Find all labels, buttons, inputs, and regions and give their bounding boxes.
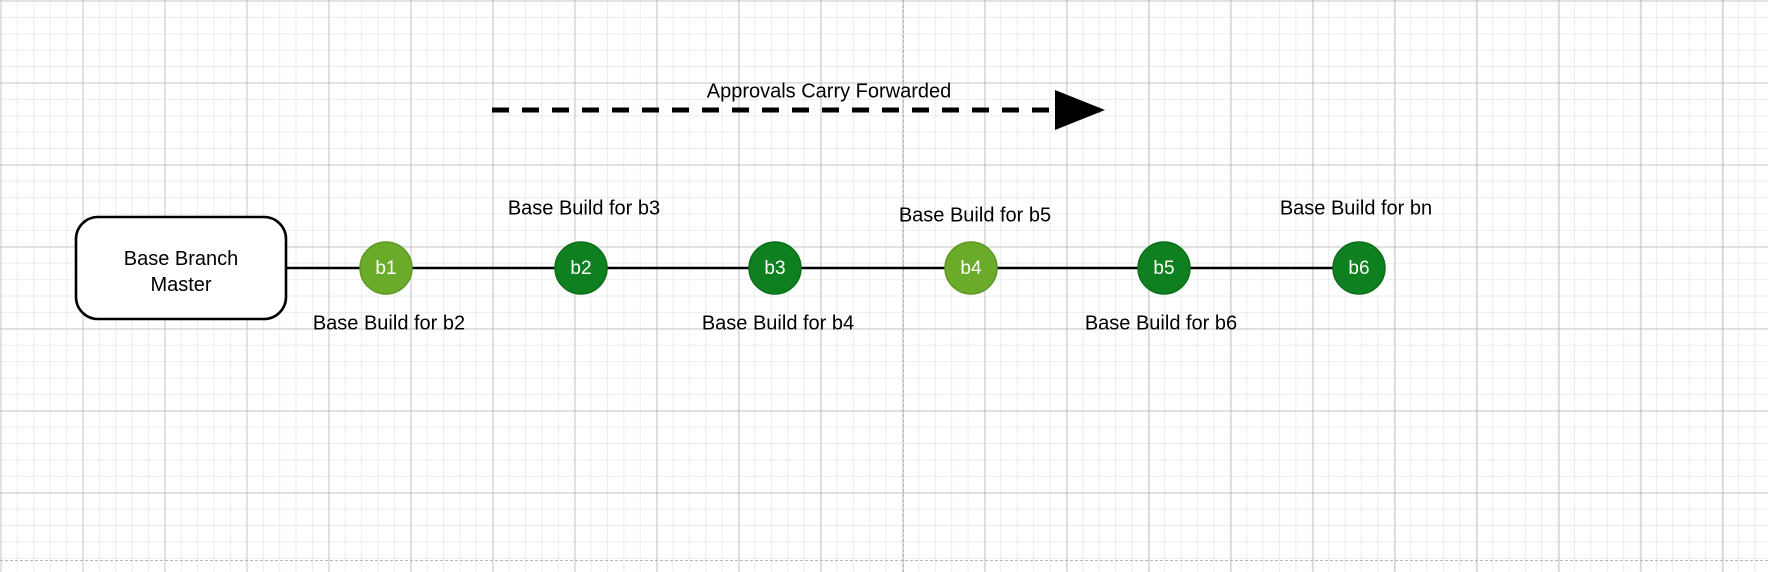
build-node-b6-label: b6 xyxy=(1348,258,1369,279)
build-node-b5[interactable]: b5 xyxy=(1137,241,1191,295)
base-branch-box-line2: Master xyxy=(150,274,211,296)
build-node-b4[interactable]: b4 xyxy=(944,241,998,295)
build-node-b3[interactable]: b3 xyxy=(748,241,802,295)
caption-base-build-for-b6: Base Build for b6 xyxy=(1085,312,1237,334)
build-node-b5-circle xyxy=(1137,241,1191,295)
build-node-b4-label: b4 xyxy=(960,258,982,279)
build-node-b1-circle xyxy=(359,241,413,295)
build-node-b6-circle xyxy=(1332,241,1386,295)
caption-base-build-for-b5: Base Build for b5 xyxy=(899,204,1051,226)
build-node-b2-label: b2 xyxy=(570,258,591,279)
approvals-carry-forwarded-annotation: Approvals Carry Forwarded xyxy=(492,80,1105,130)
build-node-b1-label: b1 xyxy=(375,258,396,279)
build-node-b4-circle xyxy=(944,241,998,295)
build-node-b2-circle xyxy=(554,241,608,295)
base-branch-box-shape xyxy=(74,215,288,321)
base-branch-box[interactable]: Base Branch Master xyxy=(74,215,288,321)
caption-base-build-for-b2: Base Build for b2 xyxy=(313,312,465,334)
build-node-b6[interactable]: b6 xyxy=(1332,241,1386,295)
approvals-carry-forwarded-label: Approvals Carry Forwarded xyxy=(707,80,952,102)
build-node-b3-circle xyxy=(748,241,802,295)
build-node-b1[interactable]: b1 xyxy=(359,241,413,295)
caption-base-build-for-bn: Base Build for bn xyxy=(1280,197,1432,219)
caption-base-build-for-b4: Base Build for b4 xyxy=(702,312,854,334)
caption-base-build-for-b3: Base Build for b3 xyxy=(508,197,660,219)
build-node-b3-label: b3 xyxy=(764,258,785,279)
base-branch-box-line1: Base Branch xyxy=(124,248,239,270)
build-node-b5-label: b5 xyxy=(1153,258,1174,279)
build-node-b2[interactable]: b2 xyxy=(554,241,608,295)
